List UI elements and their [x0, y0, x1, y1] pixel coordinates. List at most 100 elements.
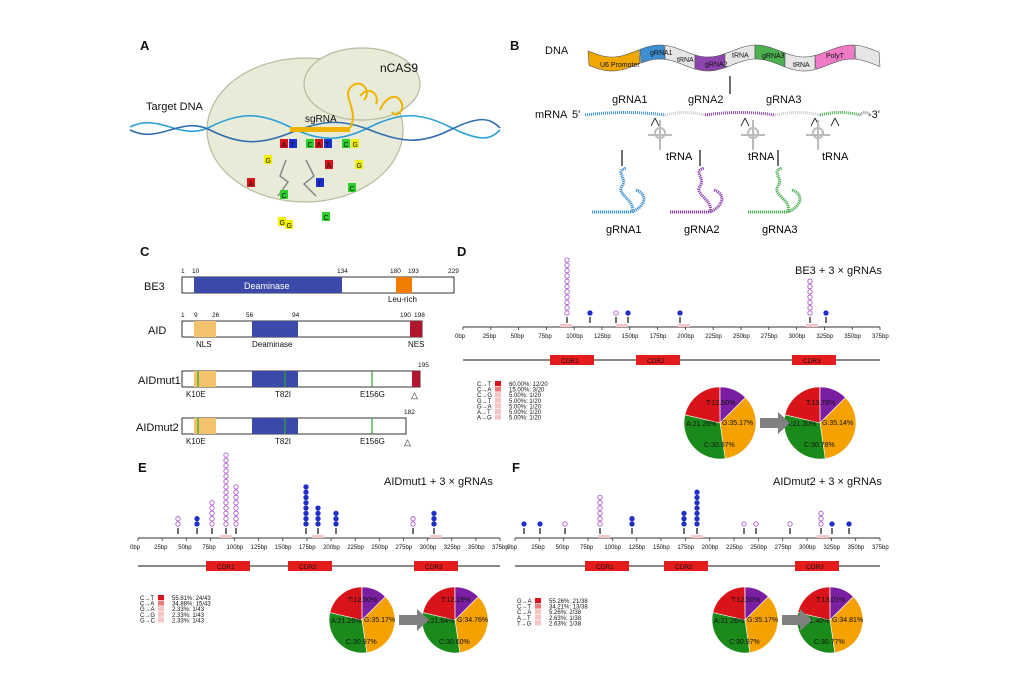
mutation-dot — [807, 289, 813, 295]
mutation-dot — [677, 310, 683, 316]
grna-top-label: gRNA3 — [766, 94, 801, 106]
base-letter: G — [266, 158, 271, 165]
grna-target-mark — [312, 535, 324, 538]
dna-strand-1 — [129, 114, 501, 140]
cassette-segment — [784, 52, 816, 72]
transition-arrow-icon — [782, 609, 812, 631]
mutation-dot — [223, 452, 229, 458]
axis-tick-label: 375bp — [872, 334, 889, 340]
legend-swatch — [535, 609, 541, 615]
axis-tick-label: 125bp — [594, 334, 611, 340]
processed-grna-icon — [748, 166, 802, 214]
axis-tick-label: 150bp — [653, 545, 670, 551]
mutation-dot — [233, 505, 239, 511]
mutation-dot — [753, 521, 759, 527]
legend-swatch — [158, 611, 164, 617]
cassette-label: gRNA3 — [762, 53, 785, 60]
be3-tick-193: 193 — [408, 268, 419, 275]
axis-tick-label: 100bp — [227, 545, 244, 551]
legend-stat: 60.00%: 12/20 — [509, 382, 548, 388]
mutation-dot — [209, 500, 215, 506]
cdr-box — [550, 355, 594, 365]
legend-stat: 34.88%: 15/43 — [172, 602, 211, 608]
grna-target-mark — [691, 535, 703, 538]
trna-label: tRNA — [666, 151, 693, 163]
cdr-label: CDR2 — [647, 358, 665, 365]
mutation-dot — [807, 294, 813, 300]
base-letter: T — [291, 142, 296, 149]
axis-tick-label: 300bp — [420, 545, 437, 551]
mutation-dot — [431, 516, 437, 522]
pie-slice-C — [711, 612, 751, 654]
pie-label-A-after: A:21.40% — [799, 618, 829, 625]
mutation-dot — [410, 521, 416, 527]
base-T — [316, 178, 324, 187]
mutation-dot — [564, 299, 570, 306]
pie-label-G-after: G:34.76% — [457, 617, 488, 624]
mutation-dot — [807, 305, 813, 311]
cdr-label: CDR1 — [596, 564, 614, 571]
grna-bottom-label: gRNA1 — [606, 224, 641, 236]
axis-tick-label: 175bp — [677, 545, 694, 551]
base-letter: G — [280, 220, 285, 227]
construct-aid-name: AID — [148, 325, 166, 337]
mutation-dot — [223, 473, 229, 479]
mutation-dot — [333, 516, 339, 522]
panel-d-title: BE3 + 3 × gRNAs — [795, 265, 882, 277]
base-A — [315, 139, 323, 148]
base-letter: T — [318, 181, 323, 188]
aidmut2-nls — [194, 418, 216, 434]
mutation-dot — [303, 500, 309, 506]
cdr-label: CDR3 — [425, 564, 443, 571]
base-C — [306, 139, 314, 148]
axis-tick-label: 375bp — [872, 545, 889, 551]
five-prime-label: 5' — [572, 109, 580, 121]
mutation-dot — [613, 310, 619, 316]
mutation-dot — [597, 500, 603, 506]
mutation-dot — [694, 500, 700, 506]
pie-label-C-after: C:30.60% — [439, 639, 470, 646]
cdr-box — [288, 561, 332, 571]
pie-slice-A — [797, 586, 831, 621]
axis-tick-label: 50bp — [178, 545, 192, 551]
pie-label-C-before: C:30.97% — [346, 639, 377, 646]
cdr-label: CDR2 — [675, 564, 693, 571]
mutation-dot — [818, 510, 824, 517]
grna-target-mark — [616, 324, 628, 327]
aid-ticks: 1 9 26 56 94 190 198 — [181, 312, 425, 319]
pie-label-T-after: T:13.78% — [806, 400, 835, 407]
mutation-dot — [564, 294, 570, 300]
base-A — [325, 160, 333, 169]
legend-swatch — [495, 397, 501, 403]
aidmut2-e156g-label: E156G — [360, 437, 385, 446]
grna-target-mark — [220, 535, 232, 538]
mutation-dot — [431, 510, 437, 517]
base-G — [351, 139, 359, 148]
mutation-dot — [564, 278, 570, 284]
axis-tick-label: 25bp — [154, 545, 168, 551]
legend-stat: 34.21%: 13/38 — [549, 605, 588, 611]
mutation-dot — [431, 521, 437, 527]
grna-target-mark — [806, 324, 818, 327]
pie-label-A-after: A:21.30% — [786, 421, 816, 428]
legend-substitution: G→C — [140, 618, 156, 624]
legend-stat: 5.26%: 2/38 — [549, 610, 582, 616]
pie-label-T-before: T:12.50% — [348, 597, 377, 604]
aidmut2-truncation-marker: △ — [404, 437, 411, 447]
base-letter: C — [350, 186, 355, 193]
processed-grna-icon — [592, 166, 646, 214]
axis-tick-label: 300bp — [799, 545, 816, 551]
legend-stat: 2.63%: 1/38 — [549, 621, 582, 627]
mrna-segment — [774, 111, 821, 117]
mutation-dot — [694, 505, 700, 511]
mutation-dot — [303, 489, 309, 495]
grna-target-mark — [430, 535, 442, 538]
mutation-dot — [303, 521, 309, 527]
mutation-dot — [564, 267, 570, 274]
legend-substitution: C→A — [477, 388, 491, 394]
aid-tick-198: 198 — [414, 312, 425, 319]
pie-label-T-before: T:12.50% — [731, 597, 760, 604]
